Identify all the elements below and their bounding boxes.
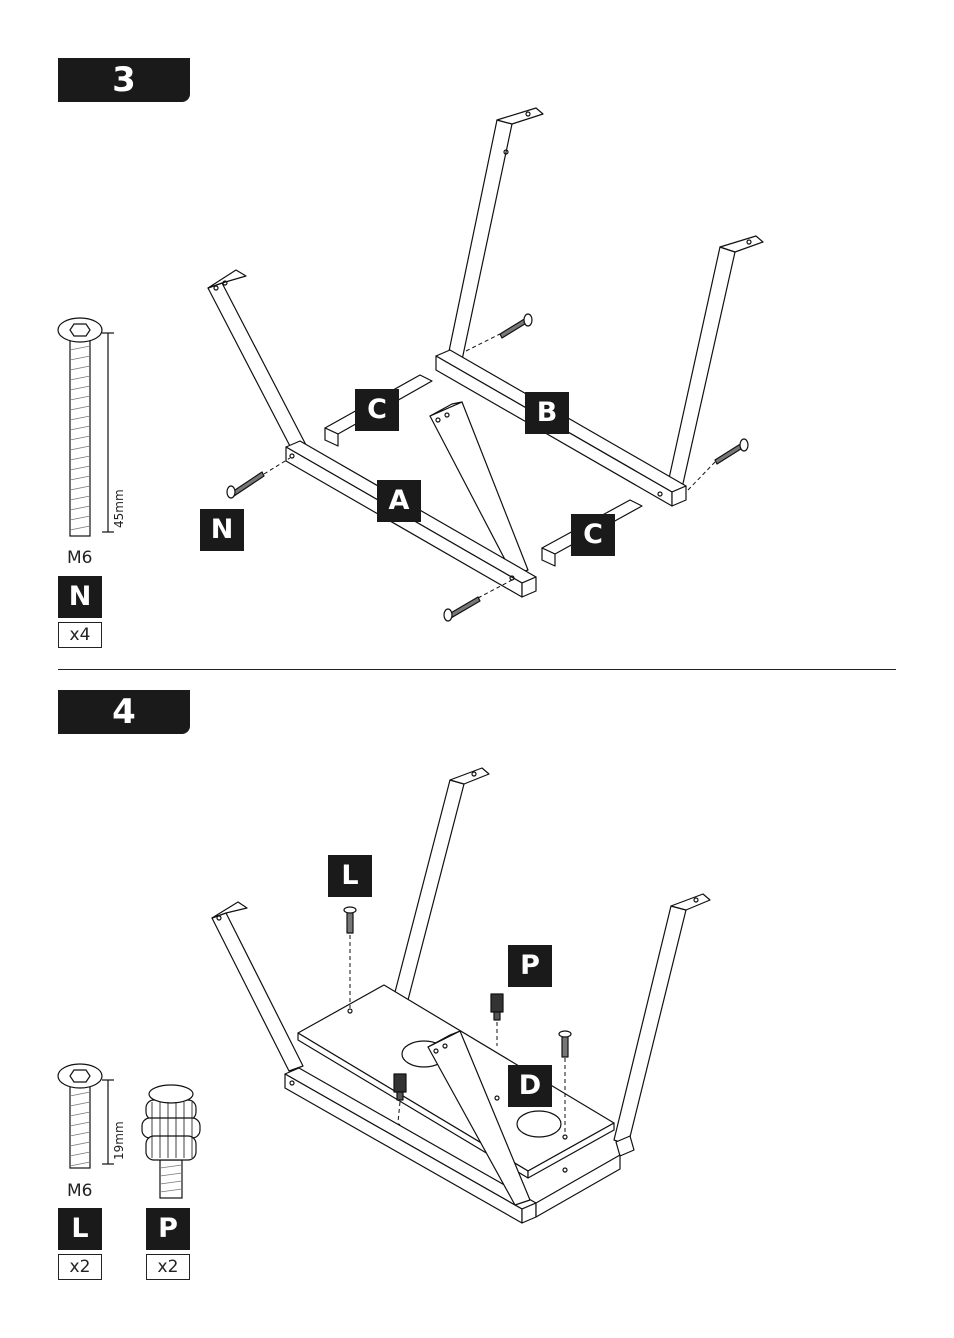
frame-back-left-plate bbox=[450, 768, 489, 784]
frame-back-right-leg bbox=[614, 906, 686, 1145]
frame-back-right-plate bbox=[671, 894, 710, 910]
screw-l-diagram bbox=[58, 1064, 114, 1168]
insert-p-diagram bbox=[142, 1085, 200, 1198]
screw-l-1 bbox=[344, 907, 356, 933]
hardware-qty-p: x2 bbox=[146, 1254, 190, 1280]
screw-l-size: M6 bbox=[67, 1181, 92, 1201]
hardware-qty-l: x2 bbox=[58, 1254, 102, 1280]
part-label-p: P bbox=[508, 945, 552, 987]
screw-l-length: 19mm bbox=[112, 1121, 126, 1160]
frame-front-left-leg bbox=[212, 913, 303, 1071]
frame-back-left-leg bbox=[394, 780, 464, 1000]
insert-p-1 bbox=[491, 994, 503, 1020]
part-label-d: D bbox=[508, 1065, 552, 1107]
hardware-code-p: P bbox=[146, 1208, 190, 1250]
screw-l-2 bbox=[559, 1031, 571, 1057]
part-label-l: L bbox=[328, 855, 372, 897]
frame-front-left-plate bbox=[212, 902, 247, 918]
hardware-code-l: L bbox=[58, 1208, 102, 1250]
